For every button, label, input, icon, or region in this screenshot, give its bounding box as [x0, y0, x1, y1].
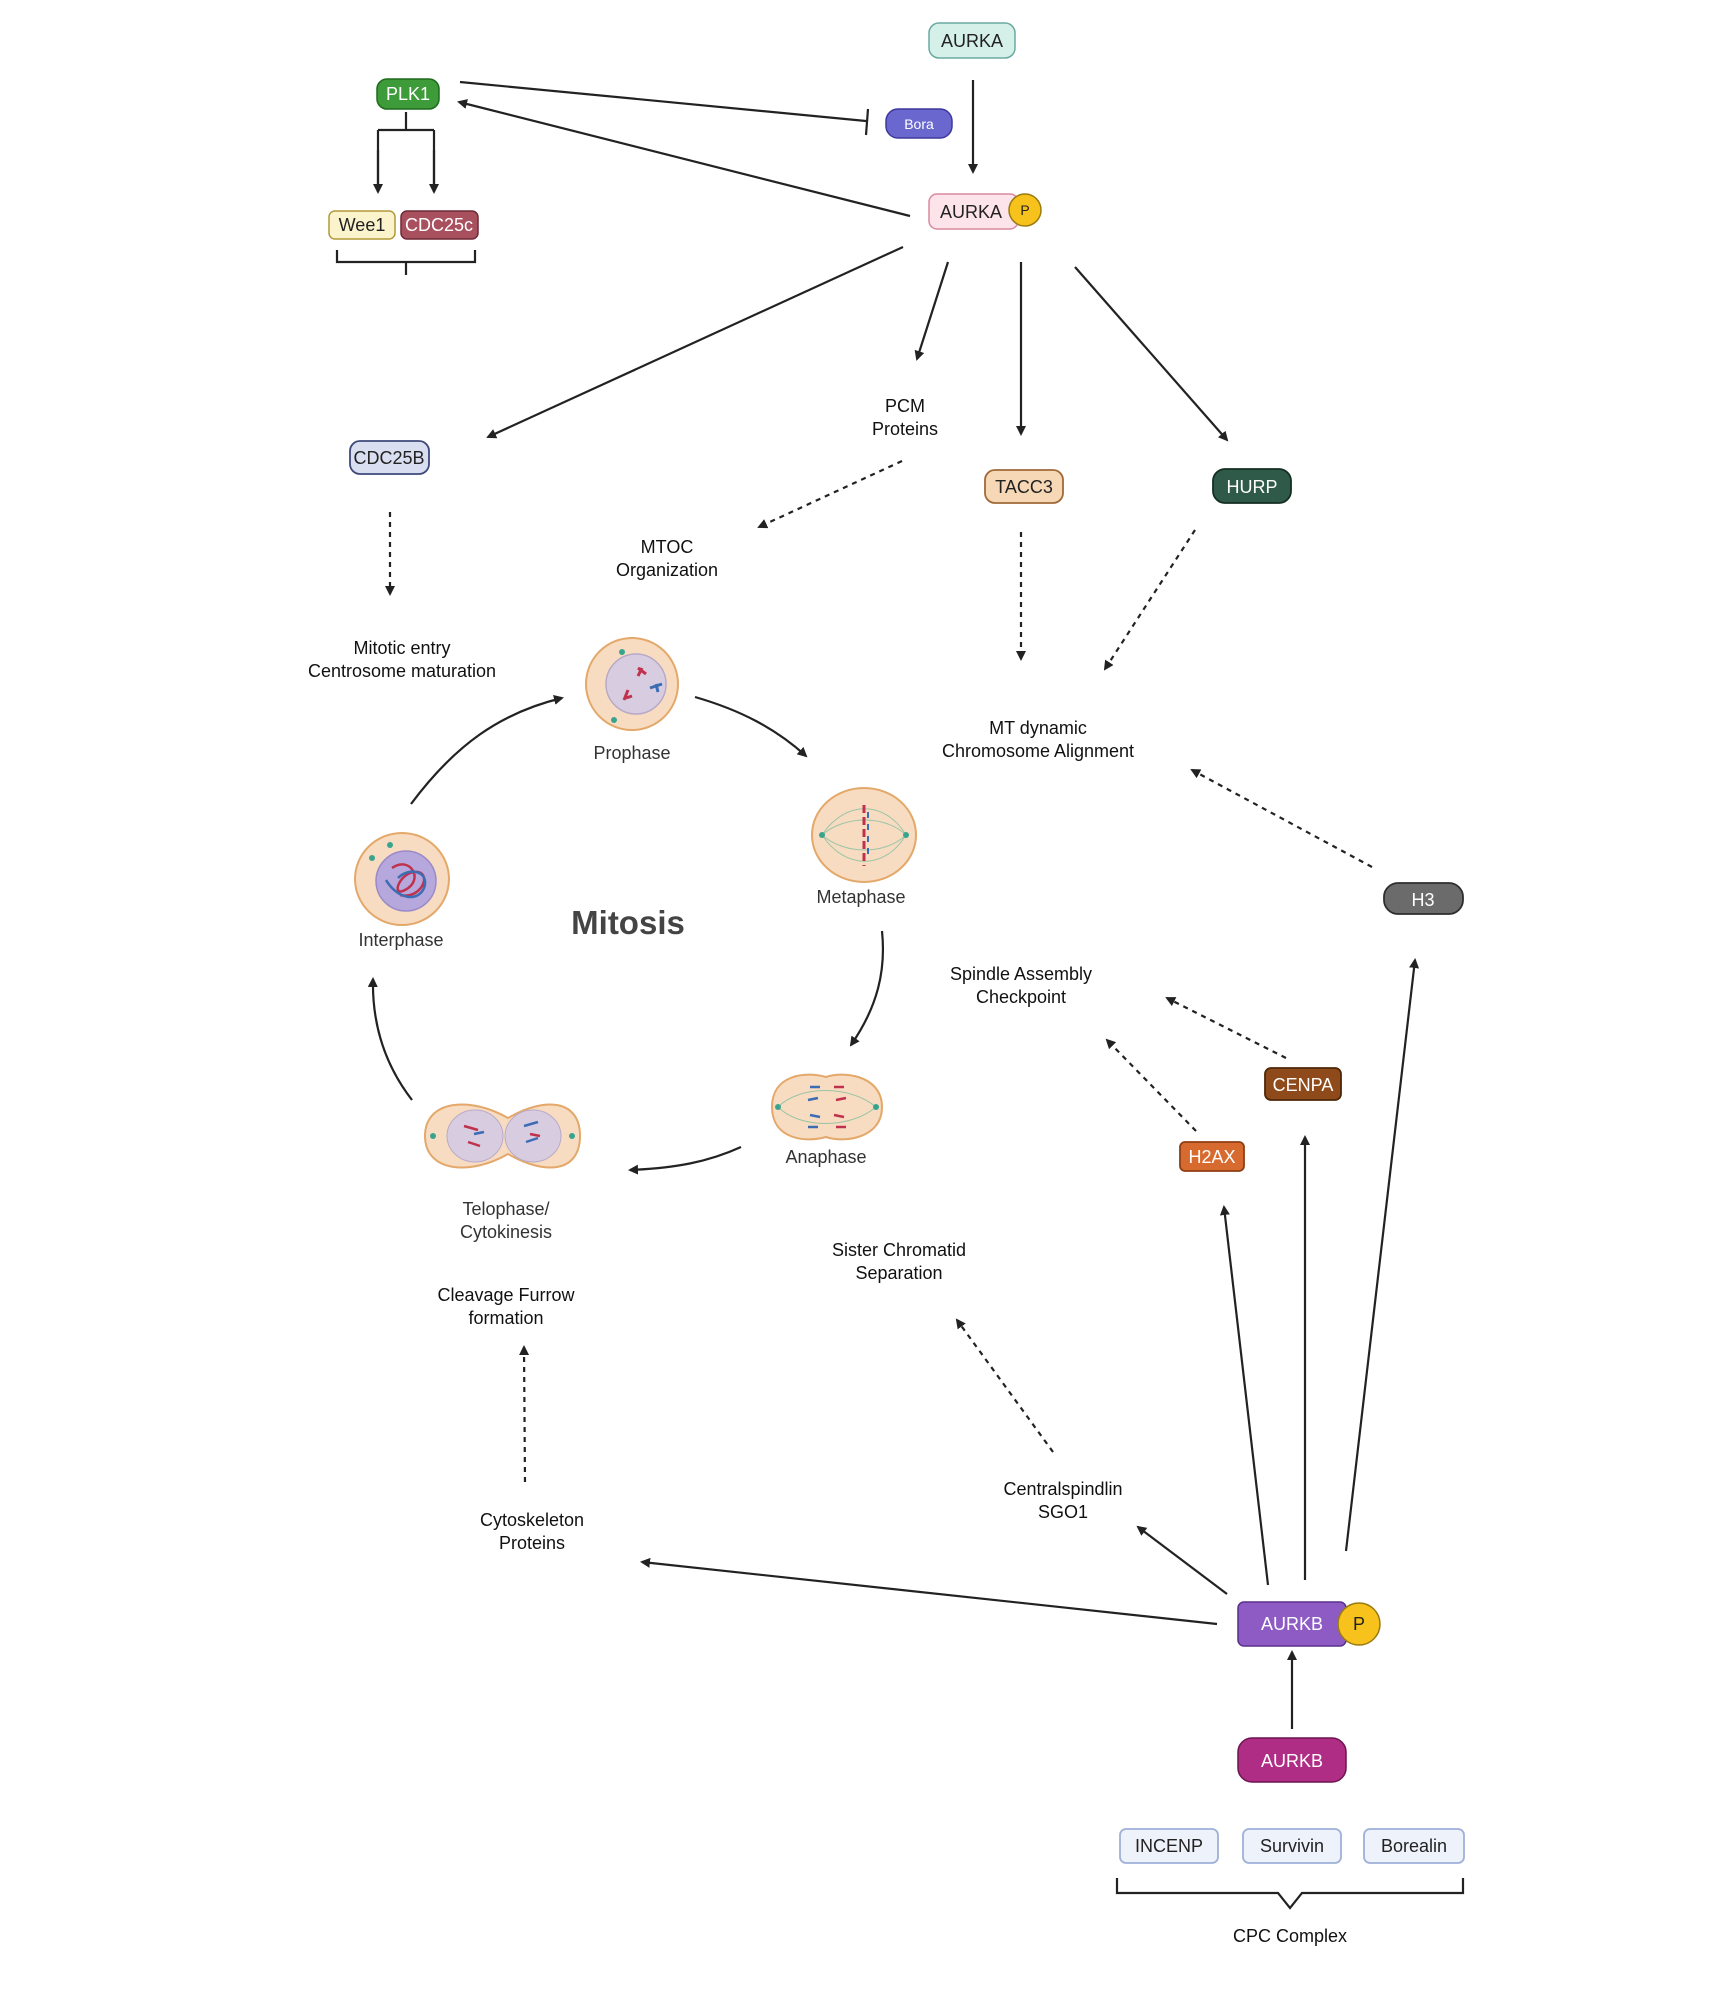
centralspindlin-label-line2: SGO1 [1038, 1502, 1088, 1522]
cpc-components: INCENP Survivin Borealin [1119, 1828, 1465, 1864]
sac-label-line2: Checkpoint [976, 987, 1066, 1007]
arrow-aurka-p-to-pcm [914, 261, 950, 361]
node-bora: Bora [885, 108, 953, 139]
bora-label: Bora [904, 116, 934, 132]
cycle-arrow-prophase-metaphase [694, 695, 808, 758]
cytoskeleton-label-line1: Cytoskeleton [480, 1510, 584, 1530]
node-aurka-p: AURKA P [928, 193, 1042, 230]
arrow-h2ax-to-sac [1105, 1038, 1197, 1132]
node-aurka-top: AURKA [928, 22, 1016, 59]
node-cenpa: CENPA [1264, 1067, 1342, 1101]
arrow-pcm-to-mtoc [757, 460, 903, 529]
aurkb-p-label: AURKB [1261, 1614, 1323, 1634]
wee1-label: Wee1 [339, 215, 386, 235]
cell-cycle: Mitosis Prophase Metaphase [354, 637, 917, 1242]
aurka-top-label: AURKA [941, 31, 1003, 51]
prophase-cell-icon [585, 637, 679, 731]
cpc-complex-label: CPC Complex [1233, 1926, 1347, 1946]
mtoc-label-line1: MTOC [641, 537, 694, 557]
anaphase-label: Anaphase [785, 1147, 866, 1167]
arrow-aurkbp-to-centralspindlin [1136, 1525, 1228, 1595]
telophase-label-line1: Telophase/ [462, 1199, 549, 1219]
h2ax-label: H2AX [1188, 1147, 1235, 1167]
cycle-arrow-metaphase-anaphase [849, 930, 885, 1047]
metaphase-cell-icon [811, 787, 917, 883]
arrow-centralspindlin-to-sister [955, 1318, 1054, 1453]
node-aurkb-p: AURKB P [1237, 1601, 1381, 1647]
arrow-h3-to-mt [1190, 769, 1373, 868]
node-aurkb: AURKB [1237, 1737, 1347, 1783]
node-hurp: HURP [1212, 468, 1292, 504]
interphase-cell-icon [354, 832, 450, 926]
node-cdc25c: CDC25c [400, 210, 479, 240]
inhibit-plk1-bora [459, 80, 867, 123]
mt-dynamic-label-line2: Chromosome Alignment [942, 741, 1134, 761]
node-tacc3: TACC3 [984, 469, 1064, 504]
arrow-aurka-p-to-cdc25b [486, 245, 904, 439]
cdc25b-label: CDC25B [353, 448, 424, 468]
plk1-label: PLK1 [386, 84, 430, 104]
pcm-label-line1: PCM [885, 396, 925, 416]
sister-label-line1: Sister Chromatid [832, 1240, 966, 1260]
pcm-label-line2: Proteins [872, 419, 938, 439]
mitosis-title: Mitosis [571, 904, 685, 941]
incenp-label: INCENP [1135, 1836, 1203, 1856]
cenpa-label: CENPA [1273, 1075, 1334, 1095]
wee1-cdc25c-bracket [335, 250, 477, 275]
anaphase-cell-icon [770, 1073, 884, 1141]
node-h2ax: H2AX [1179, 1141, 1245, 1172]
telophase-label-line2: Cytokinesis [460, 1222, 552, 1242]
connectors [335, 80, 1465, 1910]
cytoskeleton-label-line2: Proteins [499, 1533, 565, 1553]
phospho-badge-aurkb: P [1353, 1614, 1365, 1634]
cleavage-label-line1: Cleavage Furrow [437, 1285, 575, 1305]
aurkb-label: AURKB [1261, 1751, 1323, 1771]
tacc3-label: TACC3 [995, 477, 1053, 497]
plk1-fork [376, 112, 436, 188]
h3-label: H3 [1411, 890, 1434, 910]
node-wee1: Wee1 [328, 210, 396, 240]
arrow-cytoskeleton-to-cleavage [519, 1345, 530, 1483]
arrow-aurkbp-to-h2ax [1219, 1205, 1270, 1586]
arrow-hurp-to-mt [1103, 529, 1196, 671]
arrow-aurkbp-to-cytoskeleton [640, 1557, 1218, 1626]
centralspindlin-label-line1: Centralspindlin [1003, 1479, 1122, 1499]
mtoc-label-line2: Organization [616, 560, 718, 580]
prophase-label: Prophase [593, 743, 670, 763]
arrow-cenpa-to-sac [1165, 997, 1287, 1059]
borealin-label: Borealin [1381, 1836, 1447, 1856]
interphase-label: Interphase [358, 930, 443, 950]
mitotic-entry-label-line1: Mitotic entry [353, 638, 450, 658]
node-h3: H3 [1383, 882, 1464, 915]
arrow-aurka-p-to-hurp [1074, 266, 1229, 442]
sister-label-line2: Separation [855, 1263, 942, 1283]
inhibit-bar [864, 108, 870, 136]
arrow-aurkbp-to-h3 [1344, 958, 1420, 1552]
cycle-arrow-telophase-interphase [367, 977, 413, 1101]
sac-label-line1: Spindle Assembly [950, 964, 1092, 984]
cycle-arrow-interphase-prophase [410, 695, 564, 805]
aurka-p-label: AURKA [940, 202, 1002, 222]
survivin-label: Survivin [1260, 1836, 1324, 1856]
metaphase-label: Metaphase [816, 887, 905, 907]
arrow-aurka-p-to-plk1 [457, 99, 911, 218]
hurp-label: HURP [1226, 477, 1277, 497]
process-labels: PCM Proteins MTOC Organization Mitotic e… [308, 396, 1347, 1946]
cdc25c-label: CDC25c [405, 215, 473, 235]
cleavage-label-line2: formation [468, 1308, 543, 1328]
cycle-arrow-anaphase-telophase [628, 1145, 742, 1175]
node-cdc25b: CDC25B [349, 440, 430, 475]
phospho-badge: P [1020, 202, 1029, 218]
mitotic-entry-label-line2: Centrosome maturation [308, 661, 496, 681]
mt-dynamic-label-line1: MT dynamic [989, 718, 1087, 738]
cpc-bracket [1115, 1878, 1465, 1910]
node-plk1: PLK1 [376, 78, 440, 110]
telophase-cell-icon [423, 1103, 582, 1169]
